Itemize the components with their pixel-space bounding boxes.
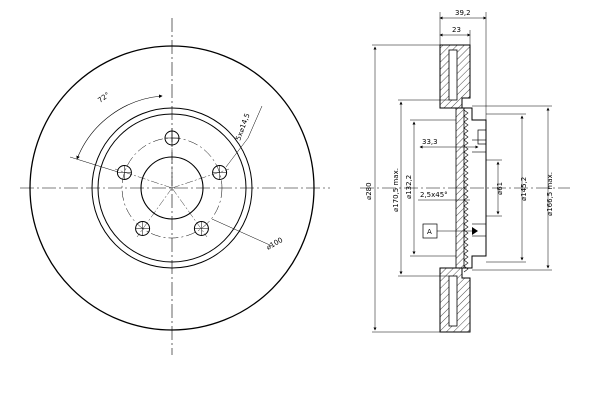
bolt-hole-label: 5x⌀14,5	[234, 112, 251, 141]
hat-max-label: ⌀166,5 max.	[546, 172, 554, 216]
hub-diameter-label: ⌀145,2	[520, 177, 528, 201]
section-view: 39,2 23 ⌀280 ⌀170,5 max. ⌀132,2 33,3 2,5…	[360, 9, 570, 333]
thickness-disc-label: 23	[452, 26, 461, 34]
pcd-label: ⌀100	[265, 236, 284, 252]
angle-label: 72°	[96, 91, 111, 105]
angle-extension-line	[69, 156, 119, 173]
radial-center-lines	[114, 128, 230, 238]
hat-outline	[462, 107, 487, 269]
front-view: 72° 5x⌀14,5 ⌀100	[20, 18, 330, 355]
vent-slot-upper	[448, 49, 458, 101]
bolt-hole-crosses	[117, 131, 227, 236]
outer-disc-circle	[29, 45, 315, 331]
angle-arc	[76, 94, 163, 160]
hat-wall	[455, 107, 465, 269]
hub-pilot-step	[477, 129, 487, 145]
hat-outer-circle	[97, 113, 247, 263]
vent-max-label: ⌀170,5 max.	[392, 168, 400, 212]
thickness-total-label: 39,2	[455, 9, 471, 17]
friction-ring-inner-circle	[91, 107, 253, 269]
pcd-leader	[211, 218, 273, 247]
bolt-hole-leader	[225, 137, 249, 168]
offset-label: 33,3	[422, 138, 438, 146]
center-bore-label: ⌀61	[496, 182, 504, 195]
vent-slot-lower	[448, 275, 458, 327]
datum-label: A	[427, 228, 432, 236]
bolt-hole-leader-tail	[247, 105, 263, 139]
hat-diameter-label: ⌀132,2	[405, 175, 413, 199]
hat-serration	[463, 109, 469, 273]
outer-diameter-label: ⌀280	[365, 182, 373, 200]
chamfer-label: 2,5x45°	[420, 191, 448, 199]
